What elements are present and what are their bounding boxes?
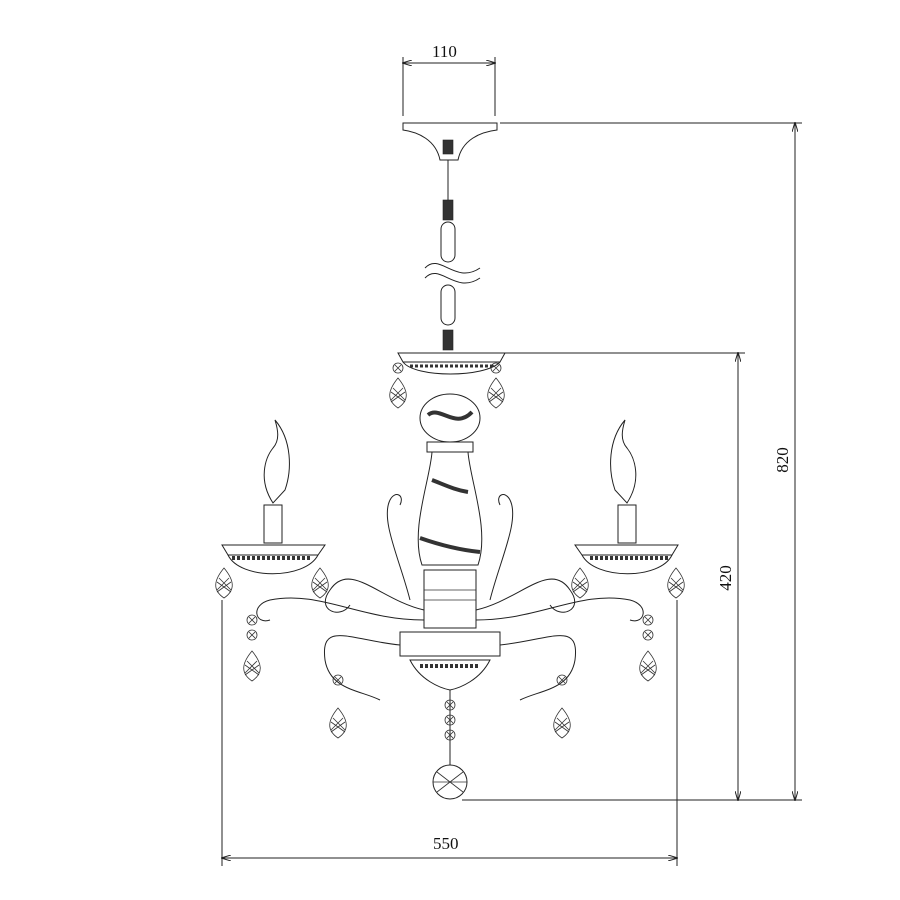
- dimension-canopy-width: [403, 57, 495, 116]
- right-arm: [475, 419, 685, 739]
- canopy: [402, 122, 498, 161]
- chain: [424, 160, 481, 351]
- dimension-overall-width: [222, 600, 677, 866]
- label-overall-width: 550: [433, 834, 459, 853]
- dimension-total-height: [462, 123, 802, 800]
- label-body-height: 420: [715, 565, 735, 591]
- left-arm: [215, 419, 425, 739]
- label-total-height: 820: [772, 447, 792, 473]
- top-cup: [389, 352, 506, 409]
- dimension-body-height: [505, 353, 745, 800]
- label-canopy-width: 110: [432, 42, 457, 61]
- central-column: [399, 393, 501, 800]
